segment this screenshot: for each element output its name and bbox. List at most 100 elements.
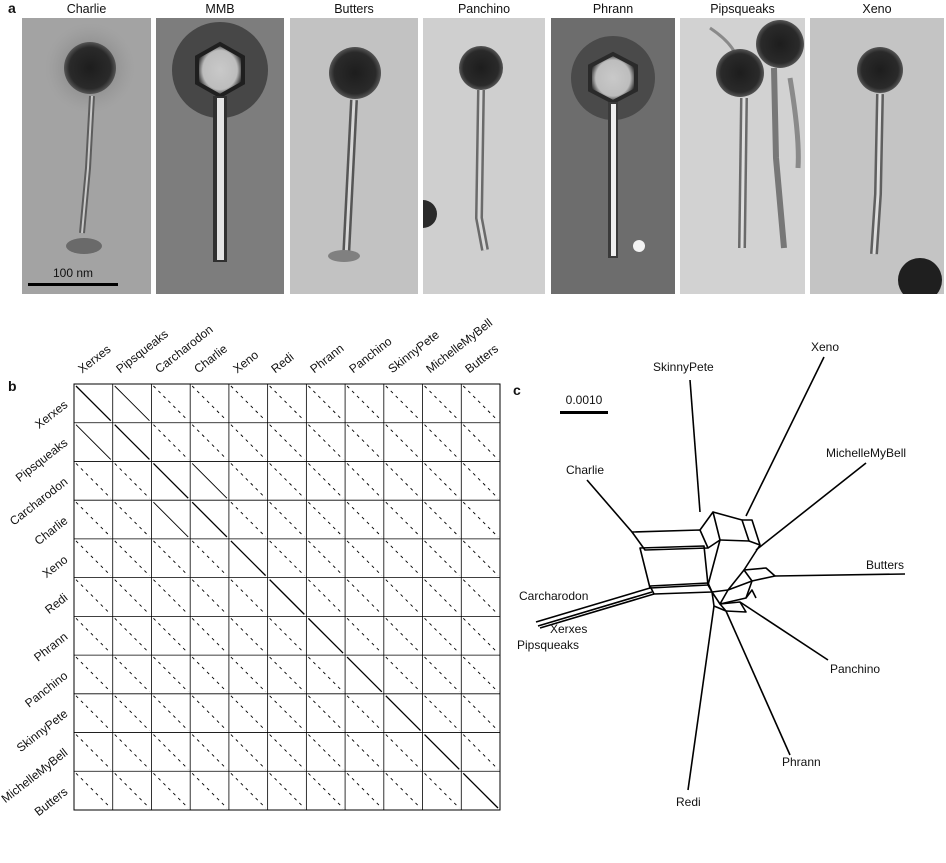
taxon-redi: Redi xyxy=(676,795,701,809)
network-split xyxy=(743,567,776,582)
dotplot-diagonal xyxy=(385,772,421,809)
micrograph-title: Xeno xyxy=(862,2,892,16)
dotplot-diagonal xyxy=(346,695,383,731)
dotplot-diagonal xyxy=(269,734,305,770)
dotplot-diagonal xyxy=(230,656,266,693)
dotplot-diagonal xyxy=(153,656,189,693)
dotplot-diagonal xyxy=(308,463,344,499)
branch-phrann xyxy=(725,610,791,756)
dotplot-diagonal xyxy=(346,734,383,770)
dotplot-diagonal xyxy=(308,734,344,770)
micrograph-image xyxy=(551,18,675,294)
dotplot-diagonal xyxy=(75,618,112,654)
dotplot-diagonal xyxy=(385,424,421,460)
dotplot-diagonal xyxy=(230,463,266,499)
dotplot-diagonal xyxy=(346,618,383,654)
dotplot-diagonal xyxy=(75,695,112,731)
dotplot-diagonal xyxy=(230,734,266,770)
dotplot-diagonal xyxy=(269,463,305,499)
dotplot-diagonal xyxy=(191,540,228,576)
dotplot-diagonal xyxy=(153,501,189,538)
network-split xyxy=(719,601,747,613)
dotplot-diagonal xyxy=(191,734,228,770)
branch-xerxes xyxy=(537,591,653,627)
dotplot-diagonal xyxy=(191,385,228,422)
micrograph-strip: Charlie xyxy=(22,0,946,300)
dotplot-diagonal xyxy=(153,734,189,770)
taxon-butters: Butters xyxy=(866,558,905,572)
taxon-charlie: Charlie xyxy=(566,463,605,477)
taxon-xeno: Xeno xyxy=(811,340,840,354)
dotplot-diagonal xyxy=(230,579,266,615)
taxon-carcharodon: Carcharodon xyxy=(519,589,589,603)
branch-butters xyxy=(774,573,906,577)
dotplot-diagonal xyxy=(424,579,460,615)
dotplot-diagonal xyxy=(152,462,189,499)
taxon-skinnypete: SkinnyPete xyxy=(653,360,714,374)
dotplot-diagonal xyxy=(462,579,499,615)
scale-bar-a: 100 nm xyxy=(28,266,118,286)
micrograph-image xyxy=(156,18,284,294)
dotplot-diagonal xyxy=(308,656,344,693)
dotplot-diagonal xyxy=(346,579,383,615)
dotplot-diagonal xyxy=(269,695,305,731)
dotplot-diagonal xyxy=(346,772,383,809)
dotplot-diagonal xyxy=(114,463,150,499)
dotplot-diagonal xyxy=(424,772,460,809)
dotplot-diagonal xyxy=(75,501,112,538)
dotplot-diagonal xyxy=(230,501,266,538)
dotplot-diagonal xyxy=(462,656,499,693)
dotplot-diagonal xyxy=(346,501,383,538)
dotplot-diagonal xyxy=(308,579,344,615)
scale-bar-label: 0.0010 xyxy=(565,393,603,407)
dotplot-diagonal xyxy=(75,734,112,770)
network-split xyxy=(712,511,750,542)
micrograph-title: Pipsqueaks xyxy=(710,2,775,16)
dotplot-diagonal xyxy=(153,385,189,422)
panel-a-letter: a xyxy=(8,0,16,16)
dotplot-diagonal xyxy=(308,695,344,731)
micrograph-image xyxy=(22,18,151,294)
dotplot-diagonal xyxy=(424,618,460,654)
dotplot-diagonal xyxy=(385,618,421,654)
dotplot-diagonal xyxy=(153,424,189,460)
dotplot-diagonal xyxy=(462,734,499,770)
dotplot-diagonal xyxy=(424,385,460,422)
dotplot-diagonal xyxy=(462,501,499,538)
scale-bar-c: 0.0010 xyxy=(560,393,608,414)
dotplot-diagonal xyxy=(269,424,305,460)
dotplot-diagonal xyxy=(153,772,189,809)
dotplot-diagonal xyxy=(114,424,150,460)
dotplot-diagonal xyxy=(191,463,228,499)
dotplot-diagonal xyxy=(462,695,499,731)
dotplot-diagonal xyxy=(269,540,305,576)
micrograph-image xyxy=(290,18,418,294)
dotplot-diagonal xyxy=(424,463,460,499)
dotplot-diagonal xyxy=(308,501,344,538)
taxon-panchino: Panchino xyxy=(830,662,881,676)
dotplot-diagonal xyxy=(462,424,499,460)
dotplot-diagonal xyxy=(230,385,266,422)
dotplot-diagonal xyxy=(462,385,499,422)
taxon-pipsqueaks: Pipsqueaks xyxy=(517,638,580,652)
dotplot-diagonal xyxy=(75,656,112,693)
scale-bar-line xyxy=(28,283,118,286)
branch-pipsqueaks xyxy=(539,593,655,629)
splitstree-network xyxy=(535,356,906,791)
micrograph-image xyxy=(423,18,545,294)
dotplot-diagonal xyxy=(75,424,112,460)
dotplot-diagonal xyxy=(114,501,150,538)
scale-bar-label: 100 nm xyxy=(52,266,94,280)
panel-b-letter: b xyxy=(8,378,17,394)
dotplot-diagonal xyxy=(269,656,305,693)
dotplot-diagonal xyxy=(114,618,150,654)
micrograph-title: Panchino xyxy=(457,2,511,16)
dotplot-diagonal xyxy=(269,618,305,654)
dotplot-diagonal xyxy=(308,772,344,809)
network-split xyxy=(742,519,761,546)
dotplot-diagonal xyxy=(346,463,383,499)
dotplot-diagonal xyxy=(308,540,344,576)
dotplot-diagonal xyxy=(191,772,228,809)
dotplot-diagonal xyxy=(153,579,189,615)
dotplot-diagonal xyxy=(269,385,305,422)
